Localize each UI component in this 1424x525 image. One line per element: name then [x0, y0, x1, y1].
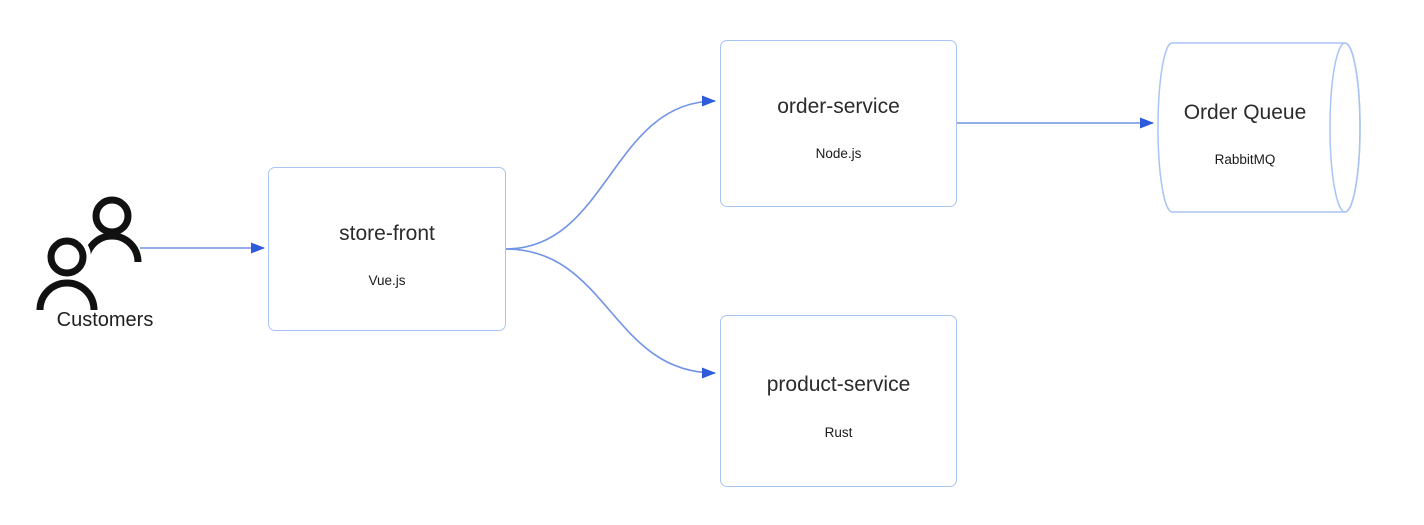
people-icon: [36, 196, 142, 311]
node-title: product-service: [766, 373, 911, 396]
node-title: order-service: [777, 95, 900, 118]
edge-storefront-orderservice: [505, 95, 716, 250]
node-sublabel: Node.js: [815, 146, 862, 161]
node-order-service: order-service Node.js: [720, 40, 957, 207]
node-title: store-front: [339, 222, 435, 245]
node-product-service: product-service Rust: [720, 315, 957, 487]
edge-storefront-productservice: [505, 248, 716, 379]
cylinder-cap: [1329, 42, 1361, 213]
node-order-queue: Order Queue RabbitMQ: [1158, 43, 1332, 212]
person-back-head: [92, 196, 132, 236]
person-back-shoulders: [82, 232, 142, 263]
node-sublabel: Vue.js: [368, 273, 406, 288]
person-front-head-halo: [43, 233, 91, 281]
node-customers-label: Customers: [56, 309, 154, 331]
node-sublabel: RabbitMQ: [1214, 152, 1276, 167]
node-store-front: store-front Vue.js: [268, 167, 506, 331]
node-sublabel: Rust: [824, 425, 853, 440]
node-title: Order Queue: [1183, 101, 1307, 124]
person-front-head: [47, 237, 87, 277]
person-front-shoulders: [36, 279, 98, 311]
